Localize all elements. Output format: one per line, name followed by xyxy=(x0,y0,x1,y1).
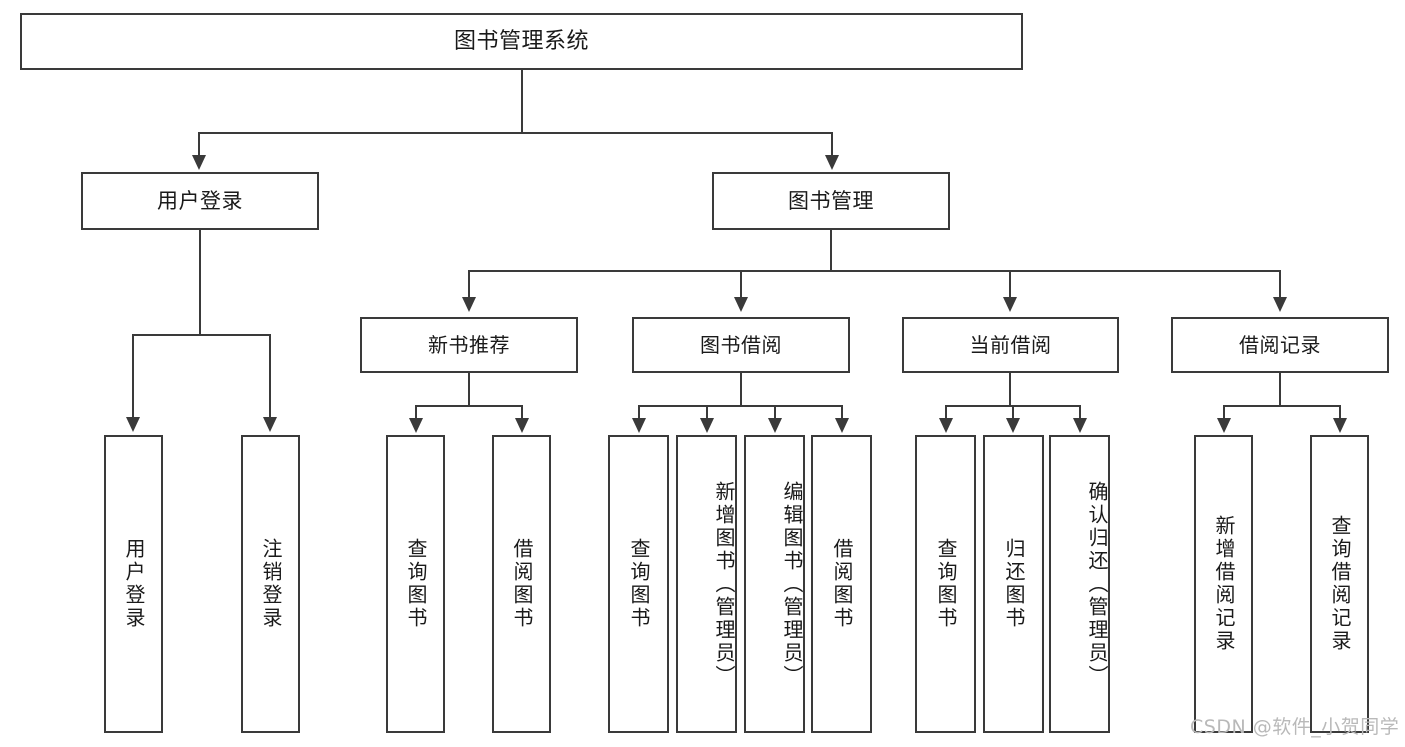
connector-book-management-to-level2-4 xyxy=(1279,270,1281,298)
arrowhead-cb-to-leaf-3 xyxy=(1073,418,1087,433)
node-borrow-record-label: 借阅记录 xyxy=(1239,332,1321,357)
leaf-book-borrow-2-label: 新增图书（管理员） xyxy=(712,480,736,688)
leaf-borrow-record-2-label: 查询借阅记录 xyxy=(1328,515,1352,653)
arrowhead-cb-to-leaf-2 xyxy=(1006,418,1020,433)
connector-bb-to-leaf-2 xyxy=(706,405,708,419)
leaf-current-borrow-1[interactable]: 查询图书 xyxy=(915,435,976,733)
node-book-borrow[interactable]: 图书借阅 xyxy=(632,317,850,373)
connector-user-login-split-bar xyxy=(132,334,269,336)
arrowhead-root-to-user-login xyxy=(192,155,206,170)
leaf-book-borrow-4[interactable]: 借阅图书 xyxy=(811,435,872,733)
arrowhead-book-management-to-level2-1 xyxy=(462,297,476,312)
node-current-borrow[interactable]: 当前借阅 xyxy=(902,317,1119,373)
connector-bb-to-leaf-4 xyxy=(841,405,843,419)
connector-br-to-leaf-2 xyxy=(1339,405,1341,419)
arrowhead-book-management-to-level2-3 xyxy=(1003,297,1017,312)
node-new-book-recommend-label: 新书推荐 xyxy=(428,332,510,357)
leaf-user-login-2-label: 注销登录 xyxy=(259,538,283,630)
connector-current-borrow-trunk xyxy=(1009,373,1011,406)
connector-root-to-user-login xyxy=(198,132,200,156)
node-new-book-recommend[interactable]: 新书推荐 xyxy=(360,317,578,373)
arrowhead-bb-to-leaf-3 xyxy=(768,418,782,433)
arrowhead-root-to-book-manage xyxy=(825,155,839,170)
node-user-login[interactable]: 用户登录 xyxy=(81,172,319,230)
arrowhead-user-login-to-leaf-1 xyxy=(126,417,140,432)
arrowhead-br-to-leaf-2 xyxy=(1333,418,1347,433)
arrowhead-bb-to-leaf-4 xyxy=(835,418,849,433)
connector-borrow-record-split-bar xyxy=(1223,405,1341,407)
connector-user-login-to-leaf-1 xyxy=(132,334,134,418)
leaf-book-borrow-3[interactable]: 编辑图书（管理员） xyxy=(744,435,805,733)
arrowhead-book-management-to-level2-4 xyxy=(1273,297,1287,312)
leaf-user-login-1-label: 用户登录 xyxy=(122,538,146,630)
leaf-current-borrow-2-label: 归还图书 xyxy=(1002,538,1026,630)
connector-book-borrow-split-bar xyxy=(638,405,843,407)
arrowhead-cb-to-leaf-1 xyxy=(939,418,953,433)
connector-cb-to-leaf-2 xyxy=(1012,405,1014,419)
connector-book-management-to-level2-1 xyxy=(468,270,470,298)
leaf-current-borrow-1-label: 查询图书 xyxy=(934,538,958,630)
arrowhead-user-login-to-leaf-2 xyxy=(263,417,277,432)
leaf-new-book-recommend-2-label: 借阅图书 xyxy=(510,538,534,630)
node-book-management[interactable]: 图书管理 xyxy=(712,172,950,230)
arrowhead-nbr-to-leaf-2 xyxy=(515,418,529,433)
connector-new-book-recommend-trunk xyxy=(468,373,470,406)
leaf-book-borrow-1-label: 查询图书 xyxy=(627,538,651,630)
leaf-book-borrow-1[interactable]: 查询图书 xyxy=(608,435,669,733)
connector-borrow-record-trunk xyxy=(1279,373,1281,406)
connector-book-management-split-bar xyxy=(468,270,1280,272)
connector-book-borrow-trunk xyxy=(740,373,742,406)
connector-root-split-bar xyxy=(198,132,833,134)
connector-bb-to-leaf-3 xyxy=(774,405,776,419)
arrowhead-bb-to-leaf-1 xyxy=(632,418,646,433)
node-root-system[interactable]: 图书管理系统 xyxy=(20,13,1023,70)
leaf-new-book-recommend-1[interactable]: 查询图书 xyxy=(386,435,445,733)
leaf-book-borrow-2[interactable]: 新增图书（管理员） xyxy=(676,435,737,733)
connector-bb-to-leaf-1 xyxy=(638,405,640,419)
leaf-borrow-record-2[interactable]: 查询借阅记录 xyxy=(1310,435,1369,733)
connector-nbr-to-leaf-1 xyxy=(415,405,417,419)
leaf-current-borrow-3-label: 确认归还（管理员） xyxy=(1085,480,1109,688)
connector-cb-to-leaf-1 xyxy=(945,405,947,419)
leaf-new-book-recommend-1-label: 查询图书 xyxy=(404,538,428,630)
leaf-borrow-record-1-label: 新增借阅记录 xyxy=(1212,515,1236,653)
leaf-borrow-record-1[interactable]: 新增借阅记录 xyxy=(1194,435,1253,733)
connector-br-to-leaf-1 xyxy=(1223,405,1225,419)
connector-user-login-trunk xyxy=(199,230,201,335)
connector-book-management-to-level2-2 xyxy=(740,270,742,298)
leaf-book-borrow-4-label: 借阅图书 xyxy=(830,538,854,630)
connector-nbr-to-leaf-2 xyxy=(521,405,523,419)
arrowhead-nbr-to-leaf-1 xyxy=(409,418,423,433)
node-book-management-label: 图书管理 xyxy=(788,188,874,213)
connector-book-management-to-level2-3 xyxy=(1009,270,1011,298)
node-user-login-label: 用户登录 xyxy=(157,188,243,213)
node-book-borrow-label: 图书借阅 xyxy=(700,332,782,357)
leaf-current-borrow-2[interactable]: 归还图书 xyxy=(983,435,1044,733)
node-root-system-label: 图书管理系统 xyxy=(453,28,589,54)
connector-user-login-to-leaf-2 xyxy=(269,334,271,418)
connector-new-book-recommend-split-bar xyxy=(415,405,523,407)
leaf-book-borrow-3-label: 编辑图书（管理员） xyxy=(780,480,804,688)
leaf-current-borrow-3[interactable]: 确认归还（管理员） xyxy=(1049,435,1110,733)
leaf-user-login-1[interactable]: 用户登录 xyxy=(104,435,163,733)
connector-root-to-book-manage xyxy=(831,132,833,156)
connector-root-trunk xyxy=(521,70,523,133)
leaf-new-book-recommend-2[interactable]: 借阅图书 xyxy=(492,435,551,733)
arrowhead-bb-to-leaf-2 xyxy=(700,418,714,433)
arrowhead-br-to-leaf-1 xyxy=(1217,418,1231,433)
arrowhead-book-management-to-level2-2 xyxy=(734,297,748,312)
node-borrow-record[interactable]: 借阅记录 xyxy=(1171,317,1389,373)
leaf-user-login-2[interactable]: 注销登录 xyxy=(241,435,300,733)
connector-book-management-trunk xyxy=(830,230,832,271)
node-current-borrow-label: 当前借阅 xyxy=(969,332,1052,357)
connector-cb-to-leaf-3 xyxy=(1079,405,1081,419)
